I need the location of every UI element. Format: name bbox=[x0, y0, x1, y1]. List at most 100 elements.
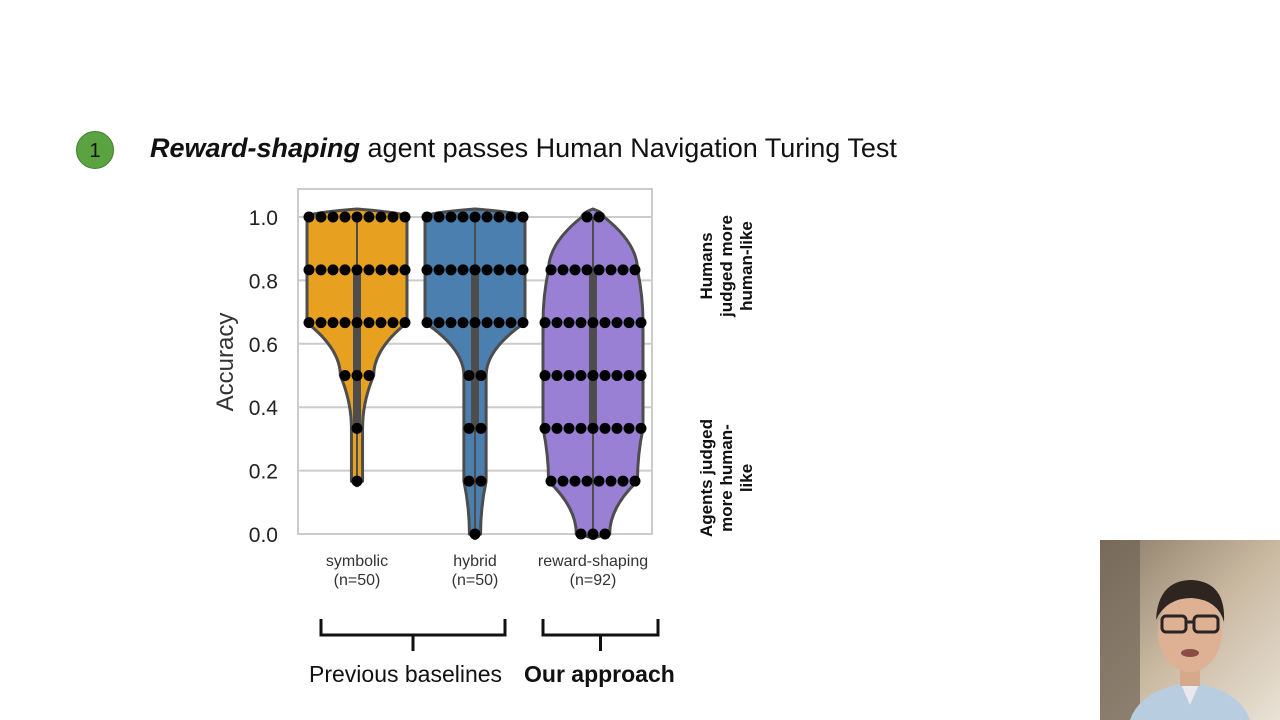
data-point bbox=[463, 370, 475, 381]
x-tick-label-name: reward-shaping bbox=[538, 553, 648, 570]
slide-title-rest: agent passes Human Navigation Turing Tes… bbox=[360, 133, 897, 163]
data-point bbox=[599, 422, 611, 434]
data-point bbox=[339, 370, 351, 381]
y-axis-label: Accuracy bbox=[212, 313, 239, 412]
data-point bbox=[493, 211, 505, 223]
data-point bbox=[475, 370, 487, 381]
annotation-agents-more-human-like-line: Agents judged bbox=[697, 419, 716, 537]
data-point bbox=[363, 211, 375, 223]
data-point bbox=[623, 370, 635, 381]
data-point bbox=[587, 317, 599, 329]
data-point bbox=[575, 422, 587, 434]
data-point bbox=[433, 264, 445, 276]
data-point bbox=[635, 422, 647, 434]
data-point bbox=[593, 264, 605, 276]
data-point bbox=[327, 264, 339, 276]
data-point bbox=[563, 422, 575, 434]
data-point bbox=[517, 211, 529, 223]
data-point bbox=[475, 422, 487, 434]
data-point bbox=[481, 317, 493, 329]
data-point bbox=[351, 475, 363, 487]
data-point bbox=[303, 317, 315, 329]
x-tick-label-count: (n=50) bbox=[452, 572, 499, 589]
data-point bbox=[445, 211, 457, 223]
x-tick-label-count: (n=50) bbox=[334, 572, 381, 589]
data-point bbox=[351, 317, 363, 329]
slide-title-emphasis: Reward-shaping bbox=[150, 133, 361, 163]
x-tick-label-name: hybrid bbox=[453, 553, 497, 570]
data-point bbox=[363, 317, 375, 329]
data-point bbox=[517, 317, 529, 329]
data-point bbox=[569, 475, 581, 487]
data-point bbox=[575, 528, 587, 540]
data-point bbox=[493, 264, 505, 276]
data-point bbox=[457, 317, 469, 329]
data-point bbox=[445, 317, 457, 329]
data-point bbox=[539, 422, 551, 434]
data-point bbox=[351, 264, 363, 276]
data-point bbox=[551, 422, 563, 434]
data-point bbox=[617, 475, 629, 487]
data-point bbox=[599, 370, 611, 381]
data-point bbox=[551, 370, 563, 381]
data-point bbox=[517, 264, 529, 276]
data-point bbox=[493, 317, 505, 329]
data-point bbox=[363, 370, 375, 381]
data-point bbox=[587, 528, 599, 540]
presenter-webcam bbox=[1100, 540, 1280, 720]
data-point bbox=[469, 211, 481, 223]
data-point bbox=[611, 317, 623, 329]
data-point bbox=[581, 211, 593, 223]
data-point bbox=[457, 264, 469, 276]
y-tick-label: 0.2 bbox=[249, 461, 278, 484]
data-point bbox=[617, 264, 629, 276]
data-point bbox=[445, 264, 457, 276]
data-point bbox=[587, 422, 599, 434]
iqr-box-reward-shaping bbox=[589, 269, 597, 429]
presenter-webcam-icon bbox=[1100, 540, 1280, 720]
y-tick-label: 0.4 bbox=[249, 397, 279, 420]
data-point bbox=[563, 317, 575, 329]
data-point bbox=[469, 264, 481, 276]
data-point bbox=[539, 370, 551, 381]
data-point bbox=[551, 317, 563, 329]
data-point bbox=[557, 475, 569, 487]
step-number-badge: 1 bbox=[76, 131, 114, 169]
x-tick-label-count: (n=92) bbox=[570, 572, 617, 589]
data-point bbox=[593, 475, 605, 487]
data-point bbox=[303, 264, 315, 276]
data-point bbox=[581, 475, 593, 487]
data-point bbox=[505, 211, 517, 223]
data-point bbox=[545, 264, 557, 276]
data-point bbox=[623, 422, 635, 434]
data-point bbox=[375, 317, 387, 329]
data-point bbox=[399, 264, 411, 276]
data-point bbox=[481, 264, 493, 276]
data-point bbox=[387, 264, 399, 276]
bracket-previous-baselines bbox=[319, 619, 507, 651]
data-point bbox=[339, 317, 351, 329]
data-point bbox=[629, 475, 641, 487]
data-point bbox=[303, 211, 315, 223]
y-tick-label: 0.6 bbox=[249, 334, 278, 357]
data-point bbox=[475, 475, 487, 487]
y-tick-label: 0.0 bbox=[249, 524, 278, 547]
data-point bbox=[351, 422, 363, 434]
data-point bbox=[351, 211, 363, 223]
data-point bbox=[463, 422, 475, 434]
annotation-humans-more-human-like-line: Humans bbox=[697, 232, 716, 299]
iqr-box-hybrid bbox=[471, 269, 479, 429]
data-point bbox=[587, 370, 599, 381]
y-tick-label: 1.0 bbox=[249, 207, 278, 230]
data-point bbox=[421, 317, 433, 329]
annotation-agents-more-human-like-line: more human- bbox=[717, 424, 736, 532]
data-point bbox=[545, 475, 557, 487]
data-point bbox=[363, 264, 375, 276]
data-point bbox=[575, 370, 587, 381]
annotation-agents-more-human-like-line: like bbox=[737, 464, 756, 492]
data-point bbox=[327, 211, 339, 223]
y-tick-label: 0.8 bbox=[249, 270, 278, 293]
